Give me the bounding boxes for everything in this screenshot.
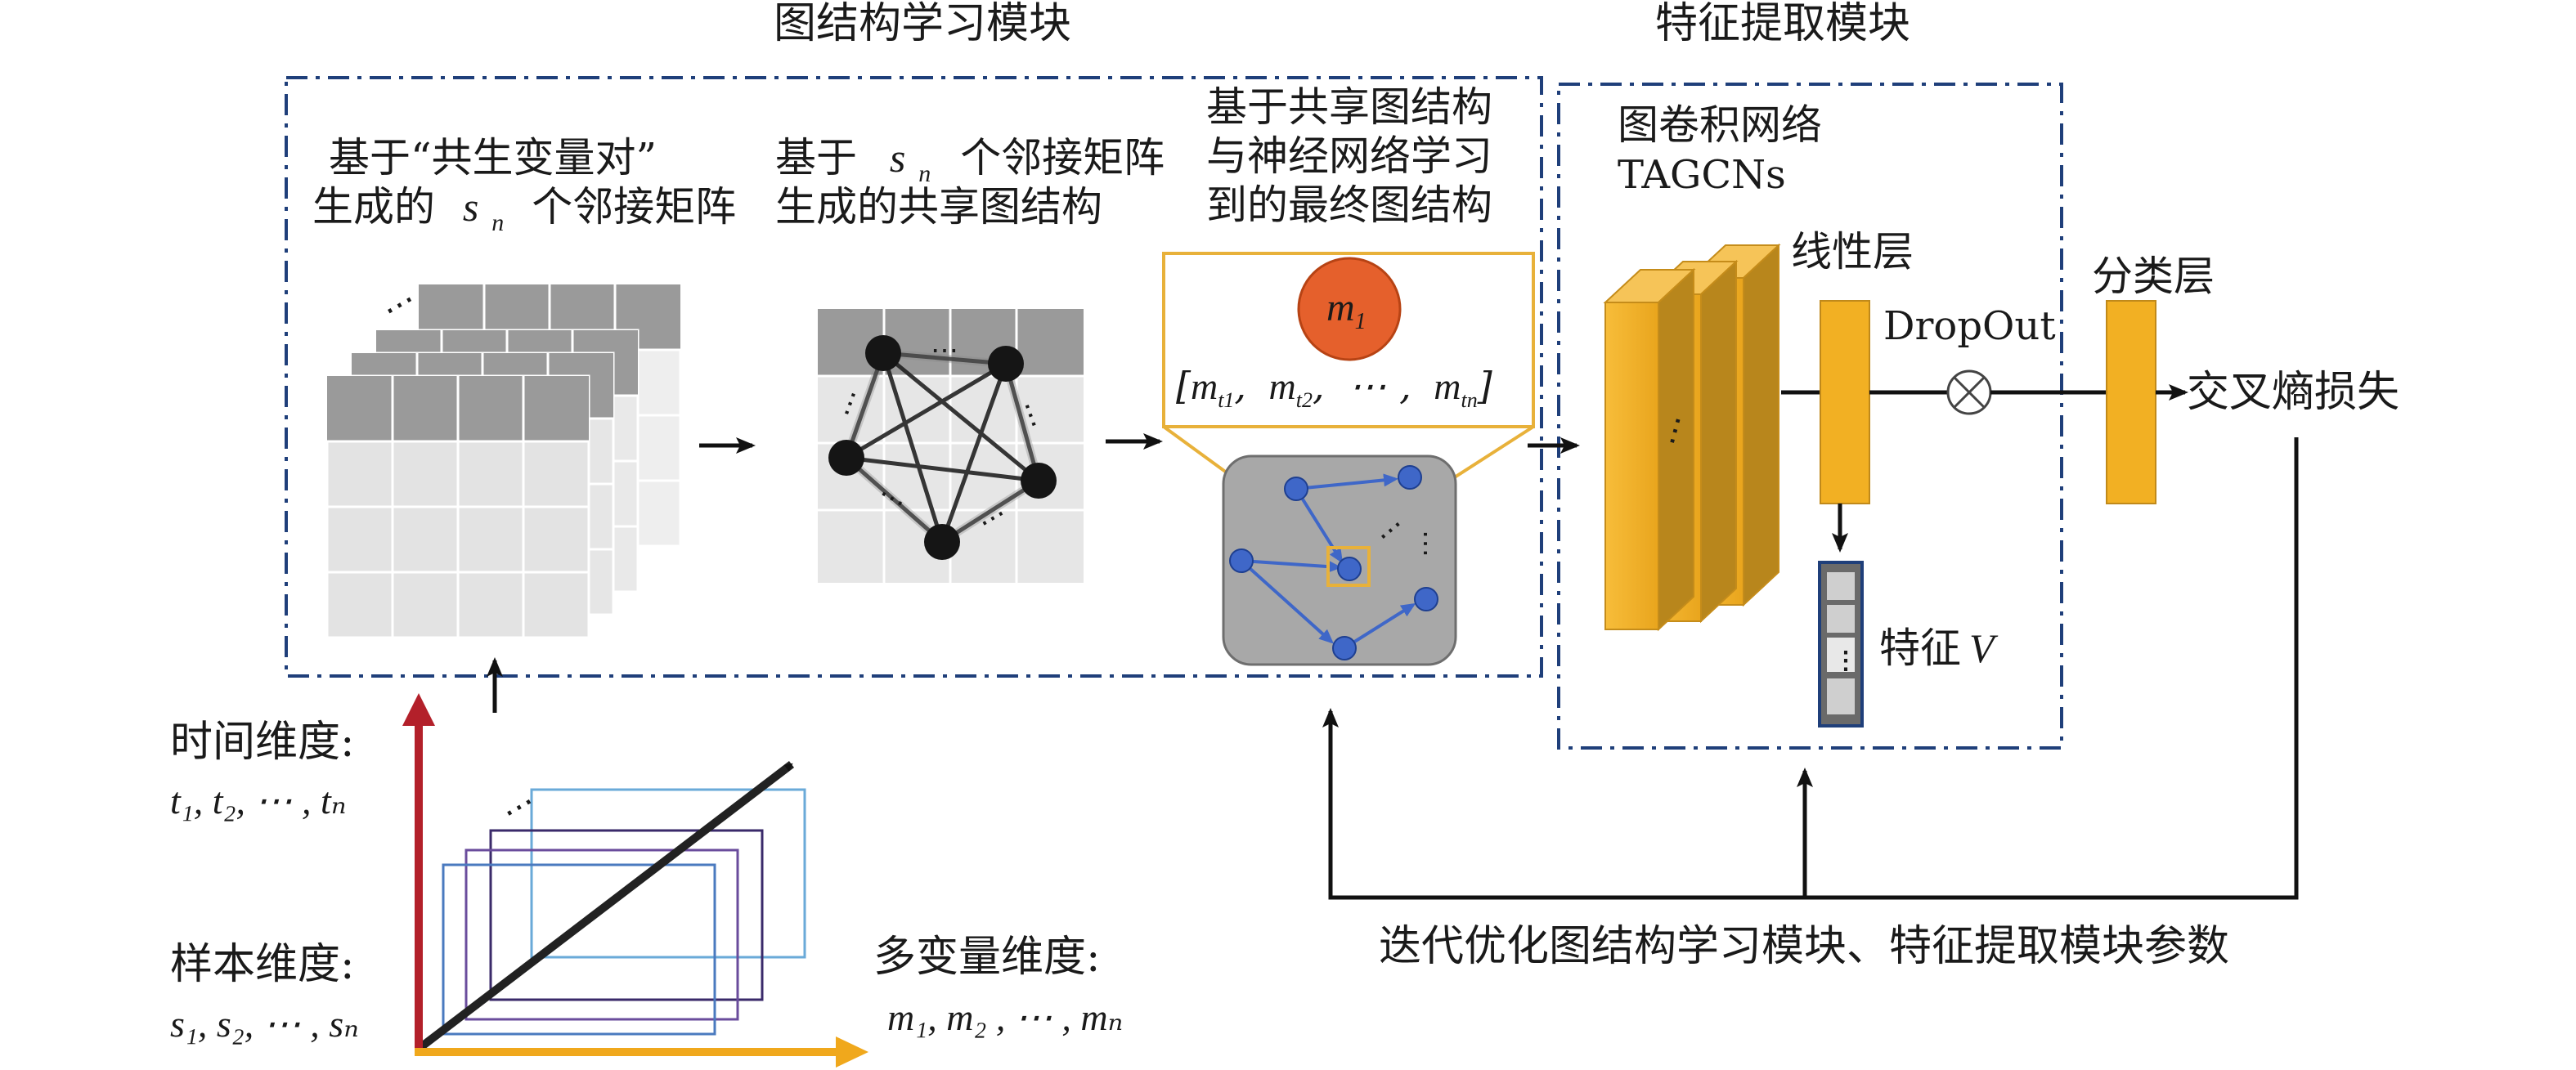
selected-node-highlight xyxy=(1326,546,1371,587)
cross-entropy-loss-label: 交叉熵损失 xyxy=(2187,368,2399,417)
time-axis-arrowhead xyxy=(402,693,435,726)
multivariate-dimension-values: m₁, m₂ , ⋯ , mₙ xyxy=(887,996,1123,1038)
variable-node-m1 xyxy=(1297,257,1402,361)
multivariate-axis-arrowhead xyxy=(836,1036,868,1068)
step1-label-line2: 生成的 s n 个邻接矩阵 xyxy=(312,183,736,240)
adjacency-matrix-front xyxy=(325,374,590,639)
graph-node xyxy=(924,524,960,560)
dropout-operator xyxy=(1946,369,1992,415)
step3-label-line1: 基于共享图结构 xyxy=(1206,83,1492,131)
shared-graph-edges xyxy=(844,351,1041,545)
graph-node xyxy=(1021,463,1057,499)
graph-node xyxy=(1398,465,1422,490)
input-data-cube: ⋯ xyxy=(402,693,868,1068)
feedback-label: 迭代优化图结构学习模块、特征提取模块参数 xyxy=(1379,922,2229,971)
shared-graph-structure: ⋯ ⋯ ⋯ ⋯ ⋯ xyxy=(818,309,1084,583)
step2-label-line1: 基于 s n 个邻接矩阵 xyxy=(775,134,1165,191)
sample-axis xyxy=(415,761,795,1052)
step3-label-line2: 与神经网络学习 xyxy=(1206,132,1492,180)
step1-label-line1: 基于“共生变量对” xyxy=(329,134,657,181)
graph-ellipsis: ⋯ xyxy=(1409,530,1442,557)
gcn-layers: ⋯ xyxy=(1603,243,1781,632)
feature-extraction-module-title: 特征提取模块 xyxy=(1655,0,1910,48)
step3-label-line3: 到的最终图结构 xyxy=(1206,181,1492,229)
gcn-label-line2: TAGCNs xyxy=(1618,152,1786,198)
variable-node-label: m1 xyxy=(1326,286,1367,334)
linear-layer-label: 线性层 xyxy=(1791,228,1914,275)
graph-node xyxy=(865,335,901,371)
graph-node xyxy=(1229,548,1254,573)
graph-node xyxy=(1337,557,1362,581)
graph-node xyxy=(1332,636,1357,660)
classification-layer-label: 分类层 xyxy=(2092,253,2215,300)
feature-vector: ⋮ xyxy=(1818,561,1864,728)
feature-extraction-module-frame xyxy=(1557,83,2063,750)
graph-node xyxy=(828,440,864,476)
step2-label-line2: 生成的共享图结构 xyxy=(775,183,1102,231)
feature-vector-ellipsis: ⋮ xyxy=(1833,647,1858,675)
time-dimension-values: t₁, t₂, ⋯ , tₙ xyxy=(170,780,346,822)
feedback-loop xyxy=(1322,437,2299,900)
graph-structure-module-title: 图结构学习模块 xyxy=(774,0,1071,48)
graph-structure-module-frame xyxy=(285,76,1543,678)
gcn-layer xyxy=(1603,267,1696,632)
node-detail-frame xyxy=(1162,252,1535,428)
linear-layer xyxy=(1820,300,1870,504)
time-dimension-label: 时间维度: xyxy=(170,718,355,767)
graph-ellipsis: ⋯ xyxy=(931,334,958,367)
dropout-label: DropOut xyxy=(1883,303,2056,349)
final-graph-structure: m1 [mt1, mt2, ⋯, mtn] ⋯ ⋯ xyxy=(1162,252,1535,666)
graph-node xyxy=(988,346,1024,382)
graph-node xyxy=(1284,477,1308,501)
sample-dimension-values: s₁, s₂, ⋯ , sₙ xyxy=(170,1003,359,1045)
adjacency-matrix-stack: ⋯ xyxy=(325,280,682,639)
sample-dimension-label: 样本维度: xyxy=(170,940,355,989)
node-time-series: [mt1, mt2, ⋯, mtn] xyxy=(1176,364,1492,412)
gcn-label-line1: 图卷积网络 xyxy=(1618,101,1822,149)
classification-layer xyxy=(2106,300,2156,504)
matrix-stack-ellipsis: ⋯ xyxy=(375,280,423,329)
graph-node xyxy=(1414,587,1438,611)
multivariate-dimension-label: 多变量维度: xyxy=(873,933,1101,982)
